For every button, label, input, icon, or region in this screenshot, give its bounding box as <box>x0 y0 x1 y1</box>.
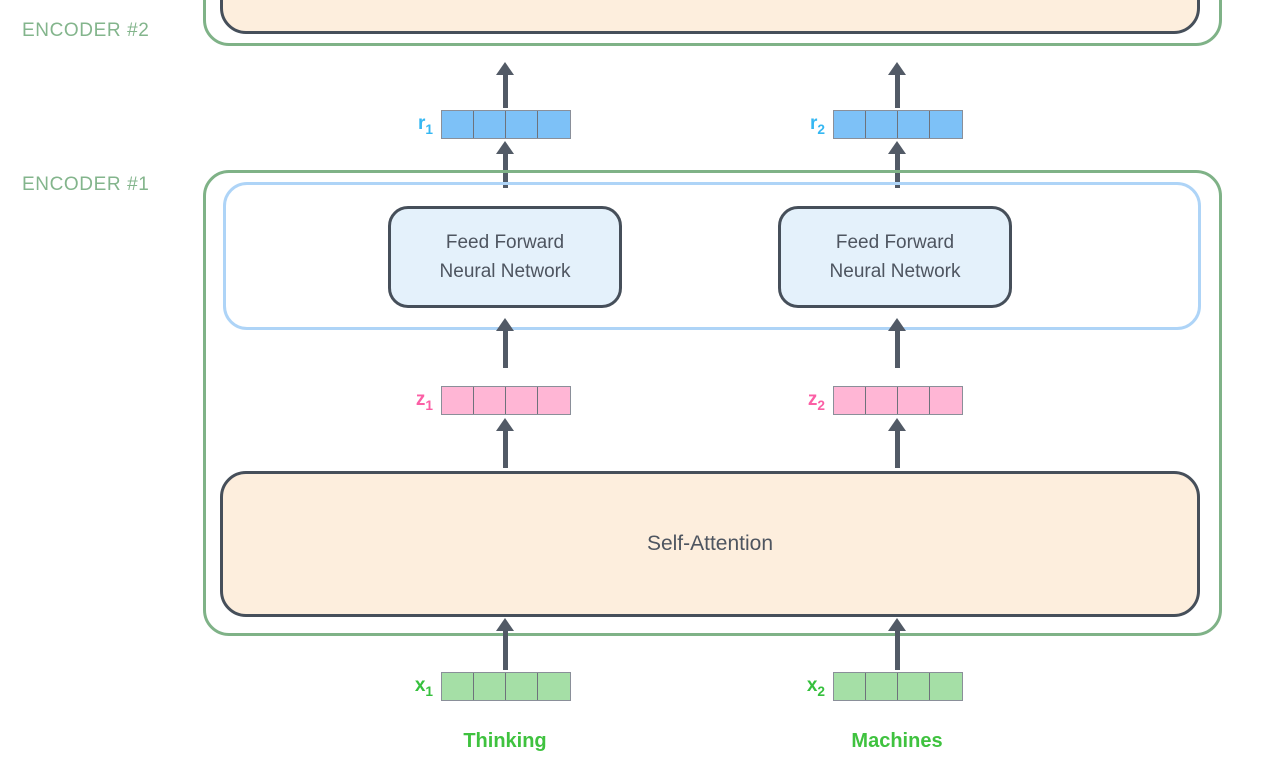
vector-cell <box>898 387 930 414</box>
vector-cell <box>474 673 506 700</box>
vector-cell <box>898 673 930 700</box>
vector-cell <box>538 387 570 414</box>
encoder-1-self-attention-label: Self-Attention <box>646 532 774 555</box>
arrow-head-icon <box>888 141 906 154</box>
arrow-head-icon <box>496 318 514 331</box>
feed-forward-layer-container <box>223 182 1201 330</box>
input-word-2: Machines <box>851 730 943 752</box>
arrow-head-icon <box>496 141 514 154</box>
arrow-head-icon <box>888 62 906 75</box>
arrow-head-icon <box>496 418 514 431</box>
vector-cell <box>506 673 538 700</box>
arrow-z1-to-ffn1 <box>494 318 516 368</box>
vector-x2-label: x2 <box>806 674 825 699</box>
vector-r2: r2 <box>810 110 963 139</box>
arrow-shaft <box>894 631 900 670</box>
arrow-selfattention-to-z2 <box>886 418 908 468</box>
encoder-2-self-attention-block: Self-Attention <box>220 0 1200 34</box>
encoder-1-label: ENCODER #1 <box>22 174 150 195</box>
vector-cell <box>506 111 538 138</box>
arrow-x2-to-selfattention <box>886 618 908 670</box>
arrow-shaft <box>894 331 900 368</box>
arrow-shaft <box>894 75 900 108</box>
encoder-1-shell <box>203 170 1222 636</box>
vector-z1: z1 <box>416 386 571 415</box>
arrow-selfattention-to-z1 <box>494 418 516 468</box>
vector-cell <box>930 111 962 138</box>
vector-x1-label: x1 <box>414 674 433 699</box>
arrow-shaft <box>502 331 508 368</box>
vector-z1-label: z1 <box>415 388 433 413</box>
ffn-1-line-1: Feed Forward <box>445 231 565 253</box>
vector-cell <box>866 111 898 138</box>
arrow-r2-to-encoder2 <box>886 62 908 108</box>
vector-r1-label: r1 <box>417 112 433 137</box>
vector-cell <box>834 111 866 138</box>
ffn-1-line-2: Neural Network <box>439 261 571 282</box>
vector-cell <box>442 673 474 700</box>
arrow-r1-to-encoder2 <box>494 62 516 108</box>
vector-cell <box>866 673 898 700</box>
vector-cell <box>866 387 898 414</box>
vector-x1: x1 <box>415 672 571 701</box>
vector-z2-label: z2 <box>807 388 825 413</box>
vector-cell <box>474 111 506 138</box>
arrow-shaft <box>502 75 508 108</box>
vector-cell <box>898 111 930 138</box>
arrow-shaft <box>894 431 900 468</box>
vector-cell <box>538 673 570 700</box>
vector-cell <box>930 387 962 414</box>
encoder-2-label: ENCODER #2 <box>22 20 150 41</box>
arrow-z2-to-ffn2 <box>886 318 908 368</box>
arrow-shaft <box>502 431 508 468</box>
vector-cell <box>930 673 962 700</box>
vector-r2-label: r2 <box>809 112 825 137</box>
vector-cell <box>538 111 570 138</box>
input-word-1: Thinking <box>463 730 547 752</box>
arrow-head-icon <box>888 618 906 631</box>
arrow-head-icon <box>496 618 514 631</box>
ffn-2-line-2: Neural Network <box>829 261 961 282</box>
vector-x2: x2 <box>807 672 963 701</box>
ffn-2-line-1: Feed Forward <box>835 231 955 253</box>
vector-cell <box>442 387 474 414</box>
encoder-1-self-attention-block: Self-Attention <box>220 471 1200 617</box>
vector-cell <box>474 387 506 414</box>
arrow-head-icon <box>888 318 906 331</box>
arrow-shaft <box>502 631 508 670</box>
vector-z2: z2 <box>808 386 963 415</box>
vector-cell <box>506 387 538 414</box>
arrow-x1-to-selfattention <box>494 618 516 670</box>
vector-cell <box>834 673 866 700</box>
vector-r1: r1 <box>418 110 571 139</box>
feed-forward-network-2: Feed Forward Neural Network <box>778 206 1012 308</box>
arrow-head-icon <box>496 62 514 75</box>
arrow-head-icon <box>888 418 906 431</box>
vector-cell <box>442 111 474 138</box>
encoder-2-shell <box>203 0 1222 46</box>
vector-cell <box>834 387 866 414</box>
feed-forward-network-1: Feed Forward Neural Network <box>388 206 622 308</box>
